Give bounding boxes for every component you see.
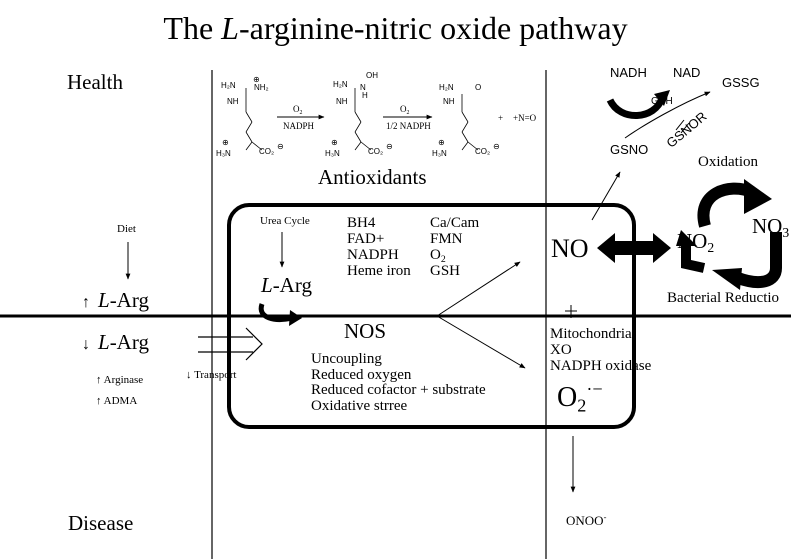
- peroxynitrite-label: ONOO-: [566, 511, 607, 528]
- antioxidants-label: Antioxidants: [318, 165, 427, 189]
- cofactor-gsh: GSH: [430, 263, 461, 279]
- l-arg-substrate: L-Arg: [261, 273, 312, 297]
- m2-plus-amine: ⊕: [331, 138, 338, 147]
- nos-box-outline: [227, 203, 636, 429]
- citrulline-molecule-bonds: [461, 94, 479, 151]
- m2-h3n: H₃N: [325, 149, 340, 158]
- m1-co2: CO₂: [259, 147, 275, 156]
- adma-label: ↑ ADMA: [96, 395, 138, 407]
- arginine-molecule-bonds: [245, 88, 263, 151]
- diagram-title: The L-arginine-nitric oxide pathway: [163, 10, 628, 46]
- source-mitochondria: Mitochondria: [550, 326, 632, 342]
- m2-n: N: [360, 83, 366, 92]
- nos-to-superoxide-arrow: [436, 315, 526, 369]
- cofactor-bh4: BH4: [347, 215, 376, 231]
- arginase-label: ↑ Arginase: [96, 374, 144, 386]
- cofactor-ca-cam: Ca/Cam: [430, 215, 480, 231]
- m3-h2n: H₂N: [439, 83, 454, 92]
- l-arg-curved-arrow: [258, 303, 293, 322]
- no-label: NO: [551, 234, 589, 263]
- cause-reduced-oxygen: Reduced oxygen: [311, 366, 412, 383]
- hydroxyarginine-molecule-bonds: [354, 88, 372, 151]
- m1-nh: NH: [227, 97, 239, 106]
- no3-label: NO3: [752, 214, 790, 241]
- urea-cycle-label: Urea Cycle: [260, 215, 310, 227]
- cofactor-oxygen: O2: [430, 247, 446, 265]
- cofactors-left: BH4 FAD+ NADPH Heme iron: [347, 215, 411, 279]
- transport-label: ↓ Transport: [186, 369, 237, 381]
- m1-h3n: H₃N: [216, 149, 231, 158]
- step2-oxygen: O2: [400, 104, 410, 116]
- reaction-plus: +: [498, 113, 504, 123]
- cofactor-heme-iron: Heme iron: [347, 263, 411, 279]
- m3-plus-amine: ⊕: [438, 138, 445, 147]
- m2-minus: ⊖: [386, 142, 393, 151]
- l-arg-curved-arrowhead: [289, 310, 302, 326]
- cause-uncoupling: Uncoupling: [311, 351, 382, 367]
- no2-label: NO2: [677, 229, 715, 256]
- m2-h: H: [362, 91, 368, 100]
- gsno-label: GSNO: [610, 142, 649, 157]
- cause-reduced-cofactor: Reduced cofactor + substrate: [311, 382, 486, 398]
- oxidation-label: Oxidation: [698, 154, 758, 170]
- m3-minus: ⊖: [493, 142, 500, 151]
- m3-co2: CO₂: [475, 147, 491, 156]
- m2-oh: OH: [366, 71, 378, 80]
- gsh-label: GSH: [651, 96, 673, 107]
- diet-label: Diet: [117, 223, 136, 235]
- no-no2-double-arrow: [597, 233, 671, 263]
- nos-to-no-arrow: [436, 261, 521, 317]
- m3-h3n: H₃N: [432, 149, 447, 158]
- m3-nh: NH: [443, 97, 455, 106]
- cofactors-right: Ca/Cam FMN O2 GSH: [430, 215, 479, 279]
- superoxide-sources: Mitochondria XO NADPH oxidase: [550, 326, 651, 374]
- m2-nh: NH: [336, 97, 348, 106]
- m1-nh2: NH₂: [254, 83, 269, 92]
- m1-minus: ⊖: [277, 142, 284, 151]
- m1-h2n: H₂N: [221, 81, 236, 90]
- nitrogen-cycle-arrows: [676, 179, 782, 290]
- cofactor-fad: FAD+: [347, 231, 385, 247]
- glutathione-arcs: [606, 90, 711, 139]
- source-nadph-oxidase: NADPH oxidase: [550, 358, 652, 374]
- nos-label: NOS: [344, 319, 387, 343]
- source-xo: XO: [550, 342, 572, 358]
- cofactor-nadph: NADPH: [347, 247, 399, 263]
- step2-nadph: 1/2 NADPH: [386, 121, 431, 131]
- superoxide-label: O2·−: [557, 379, 603, 416]
- health-label: Health: [67, 70, 123, 94]
- step1-oxygen: O2: [293, 104, 303, 116]
- cofactor-fmn: FMN: [430, 231, 463, 247]
- no-radical-product: +N=O: [513, 113, 537, 123]
- m2-co2: CO₂: [368, 147, 384, 156]
- uncoupling-causes: Uncoupling Reduced oxygen Reduced cofact…: [311, 351, 486, 414]
- l-arg-increase: ↑L-Arg: [82, 288, 149, 312]
- m1-plus-amine: ⊕: [222, 138, 229, 147]
- disease-label: Disease: [68, 511, 134, 535]
- step1-nadph: NADPH: [283, 121, 315, 131]
- cause-oxidative-stress: Oxidative strree: [311, 397, 408, 414]
- gssg-label: GSSG: [722, 75, 760, 90]
- l-arg-decrease: ↓L-Arg: [82, 330, 149, 354]
- nadh-label: NADH: [610, 65, 647, 80]
- m3-o: O: [475, 83, 482, 92]
- m2-h2n: H₂N: [333, 80, 348, 89]
- no-to-gsno-arrow: [591, 171, 621, 221]
- transport-arrow: [198, 327, 263, 361]
- bacterial-reduction-label: Bacterial Reductio: [667, 290, 780, 306]
- nad-label: NAD: [673, 65, 701, 80]
- m1-plus: ⊕: [253, 75, 260, 84]
